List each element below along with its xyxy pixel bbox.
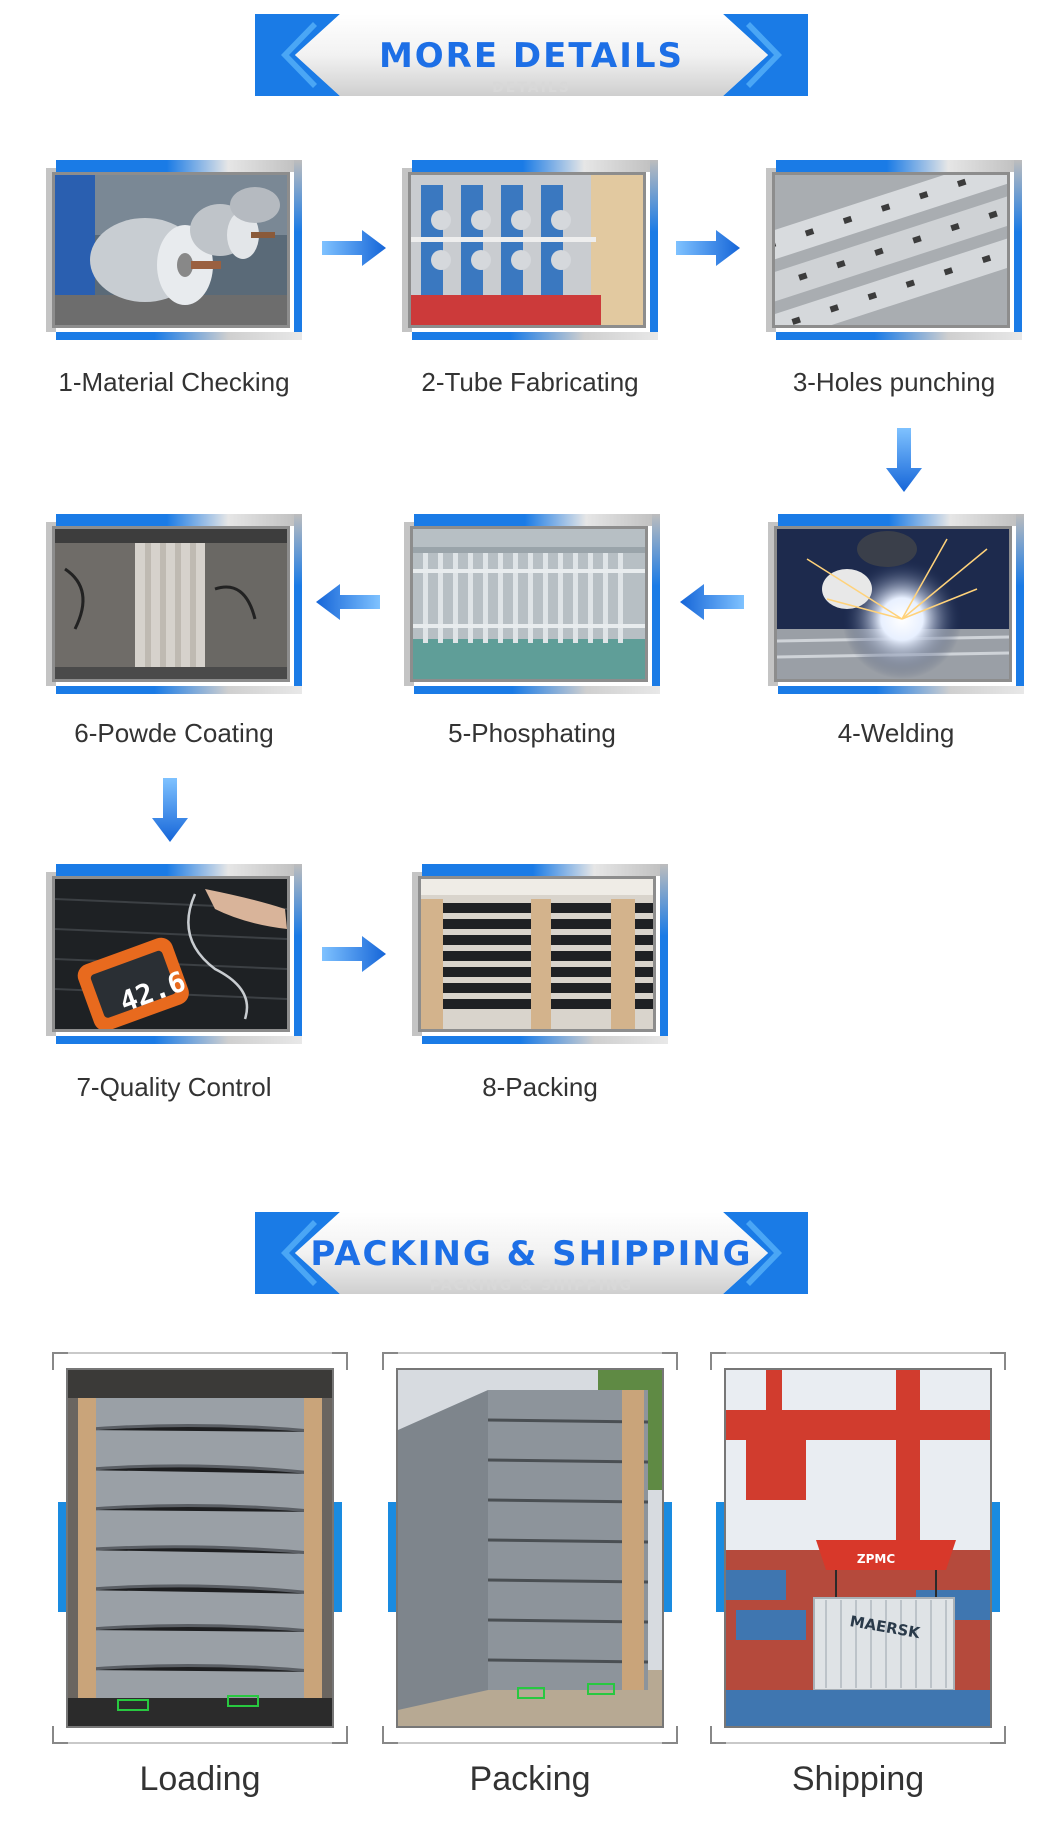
shipping-label: Loading <box>139 1760 261 1798</box>
arrow-right-icon <box>322 936 386 972</box>
step-label: 3-Holes punching <box>792 367 996 397</box>
shipping-crane-photo: ZPMC MAERSK <box>724 1368 992 1728</box>
shipping-photo-frame: ZPMC MAERSK <box>710 1352 1006 1744</box>
step-4-photo-frame <box>768 514 1024 694</box>
step-label: 5-Phosphating <box>448 718 616 748</box>
step-1-photo-frame <box>46 160 302 340</box>
step-label: 1-Material Checking <box>58 367 290 397</box>
loading-photo <box>66 1368 334 1728</box>
section-subtitle: DETAILS <box>492 80 571 96</box>
more-details-banner: MORE DETAILS DETAILS <box>255 14 808 96</box>
step-8-photo-frame <box>412 864 668 1044</box>
section-subtitle: PACKING & SHIPPING <box>429 1278 634 1294</box>
step-label: 4-Welding <box>837 718 955 748</box>
crane-brand-text: ZPMC <box>857 1552 895 1566</box>
arrow-right-icon <box>676 230 740 266</box>
shipping-label: Packing <box>469 1760 591 1798</box>
tube-fabricating-photo <box>408 172 646 328</box>
arrow-right-icon <box>322 230 386 266</box>
packing-photo-frame <box>382 1352 678 1744</box>
loading-photo-frame <box>52 1352 348 1744</box>
welding-photo <box>774 526 1012 682</box>
packing-photo <box>418 876 656 1032</box>
arrow-down-icon <box>152 778 188 842</box>
packing-shipping-banner: PACKING & SHIPPING PACKING & SHIPPING <box>255 1212 808 1294</box>
quality-control-photo: 42.6 <box>52 876 290 1032</box>
step-label: 2-Tube Fabricating <box>421 367 639 397</box>
step-label: 8-Packing <box>482 1072 598 1102</box>
material-checking-photo <box>52 172 290 328</box>
step-label: 6-Powde Coating <box>74 718 274 748</box>
holes-punching-photo <box>772 172 1010 328</box>
step-6-photo-frame <box>46 514 302 694</box>
arrow-left-icon <box>316 584 380 620</box>
banner-ribbon-graphic <box>255 14 808 96</box>
powder-coating-photo <box>52 526 290 682</box>
step-5-photo-frame <box>404 514 660 694</box>
section-title: PACKING & SHIPPING <box>310 1234 753 1274</box>
step-2-photo-frame <box>402 160 658 340</box>
banner-ribbon-graphic <box>255 1212 808 1294</box>
step-3-photo-frame <box>766 160 1022 340</box>
step-7-photo-frame: 42.6 <box>46 864 302 1044</box>
section-title: MORE DETAILS <box>378 36 685 76</box>
shipping-label: Shipping <box>791 1760 925 1798</box>
arrow-down-icon <box>886 428 922 492</box>
arrow-left-icon <box>680 584 744 620</box>
packing-bundle-photo <box>396 1368 664 1728</box>
phosphating-photo <box>410 526 648 682</box>
step-label: 7-Quality Control <box>76 1072 272 1102</box>
